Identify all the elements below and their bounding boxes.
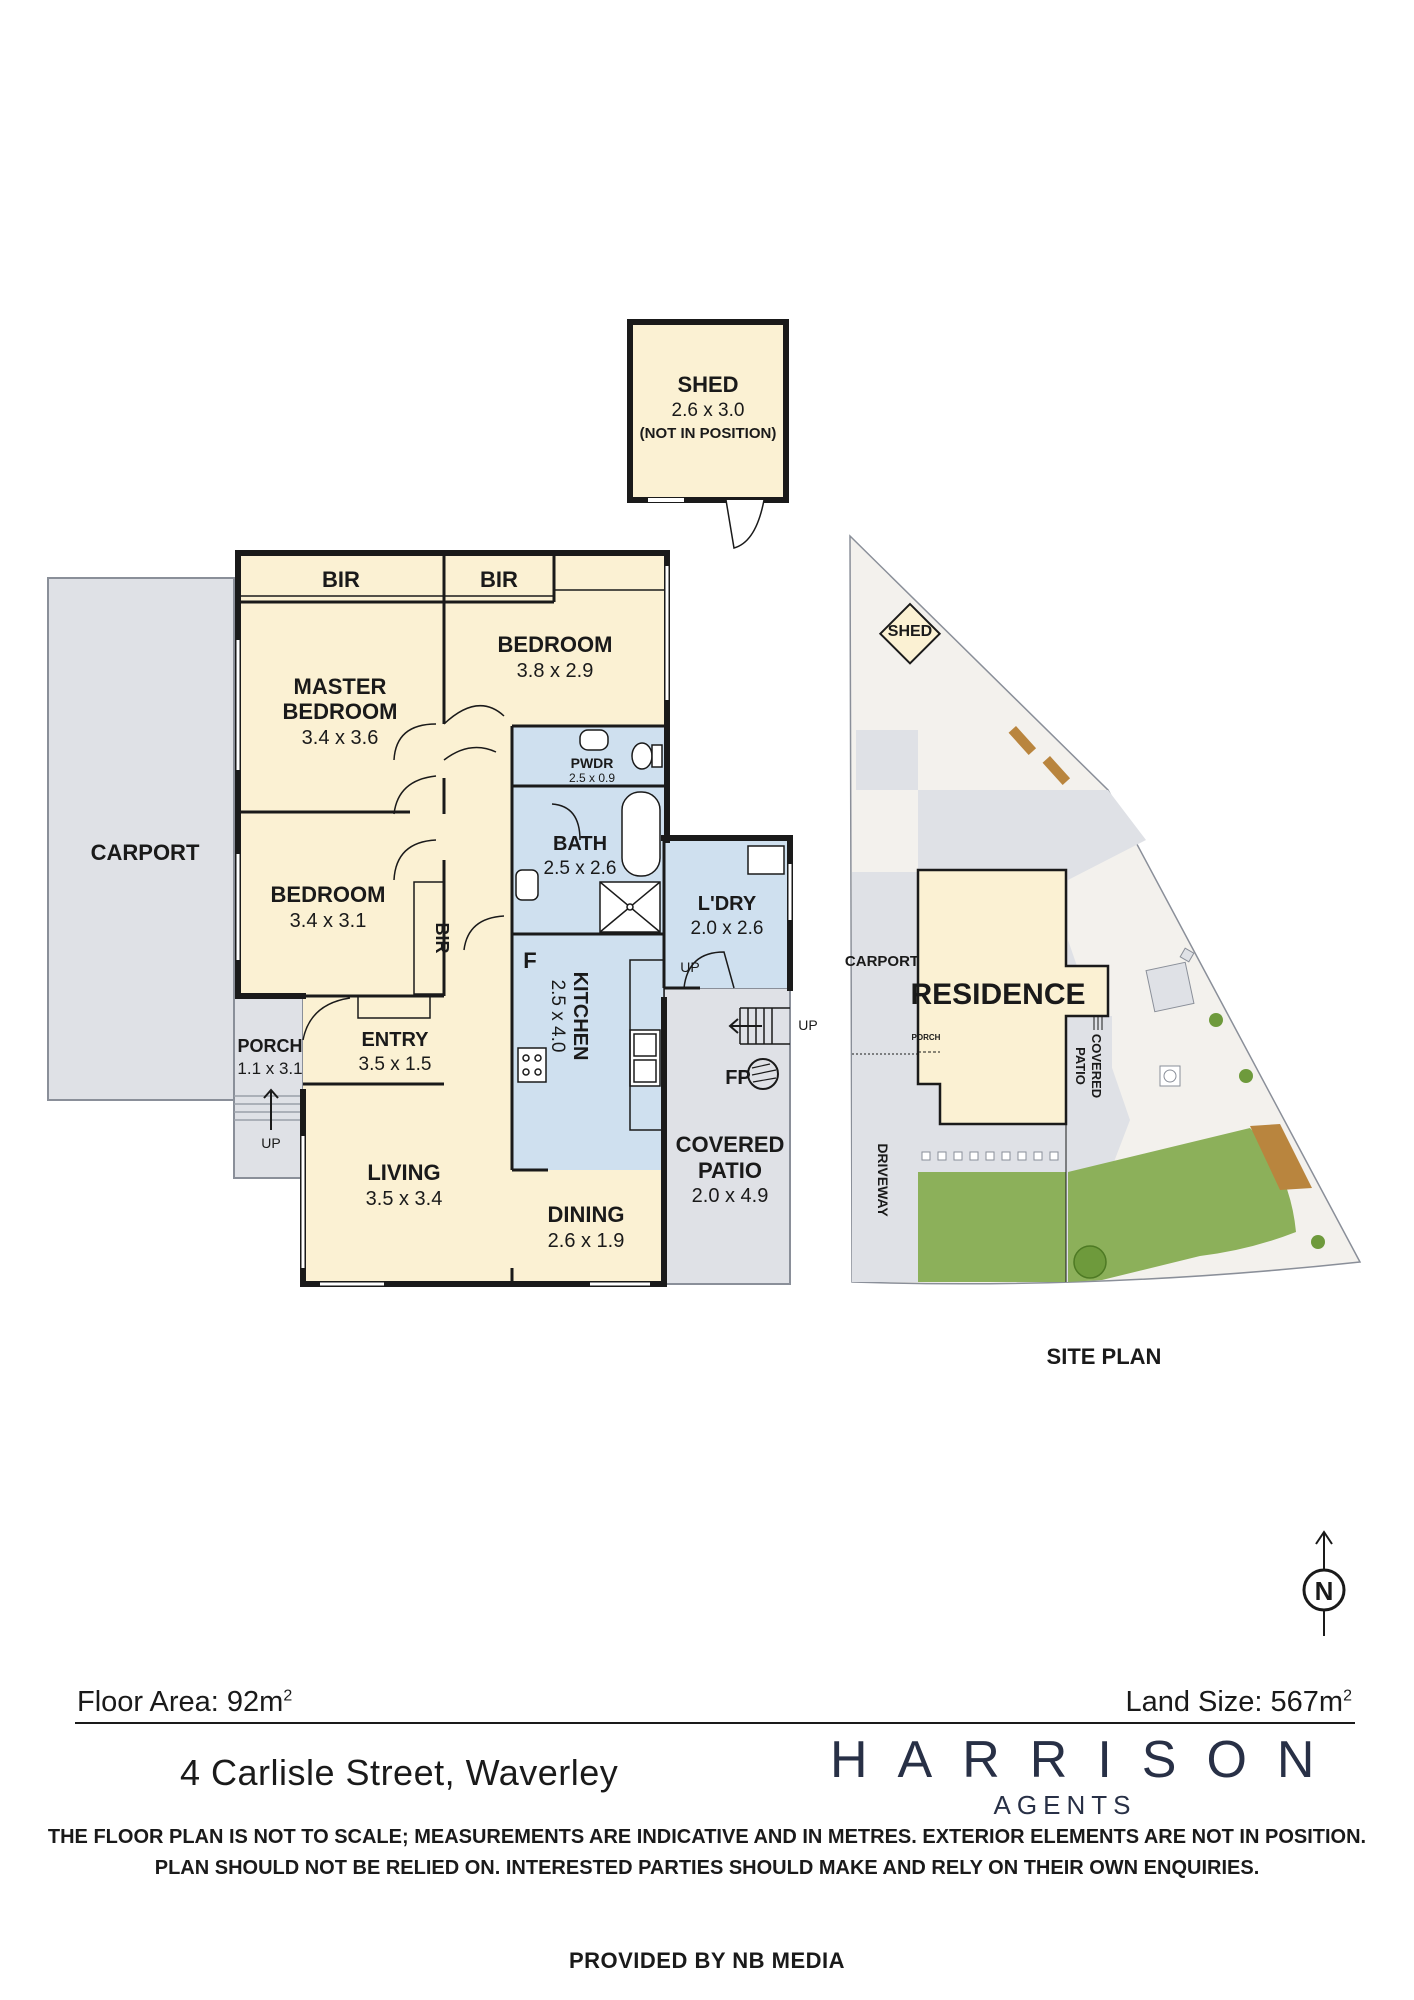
shed-building <box>627 319 789 503</box>
fridge-label: F <box>523 948 536 973</box>
site-carport-label: CARPORT <box>845 953 919 970</box>
property-address: 4 Carlisle Street, Waverley <box>180 1752 619 1793</box>
site-patio-slab <box>1066 1016 1112 1122</box>
provider-credit: PROVIDED BY NB MEDIA <box>568 1948 846 1973</box>
pwdr-label: PWDR <box>571 755 614 771</box>
agency-subtitle: AGENTS <box>993 1790 1137 1820</box>
dining-size: 2.6 x 1.9 <box>548 1230 625 1252</box>
site-shed <box>878 602 942 665</box>
land-size-sup: 2 <box>1343 1687 1352 1705</box>
site-carport-slab <box>852 872 918 1282</box>
agency-name: HARRISON <box>830 1731 1345 1789</box>
covered-patio-area <box>663 987 791 1285</box>
footer-divider <box>75 1722 1355 1724</box>
porch-size: 1.1 x 3.1 <box>237 1059 302 1078</box>
north-compass: N <box>1302 1530 1346 1636</box>
site-shed-label: SHED <box>888 623 932 640</box>
site-sleeper-2 <box>1042 756 1071 785</box>
bedroom-2-label: BEDROOM <box>271 882 386 907</box>
interior-walls <box>238 553 700 1284</box>
up-arrow-icon <box>263 1088 279 1130</box>
master-bedroom-label-1: MASTER <box>294 674 387 699</box>
floor-plan-labels: SHED 2.6 x 3.0 (NOT IN POSITION) BIR BIR… <box>91 372 818 1252</box>
land-size-text: Land Size: 567m <box>1125 1686 1344 1718</box>
porch-steps <box>234 1095 303 1121</box>
land-size: Land Size: 567m2 <box>1125 1686 1352 1719</box>
door-swings <box>302 704 735 1041</box>
bath-label: BATH <box>553 833 607 855</box>
living-size: 3.5 x 3.4 <box>366 1188 443 1210</box>
windows <box>236 566 792 1286</box>
entry-label: ENTRY <box>361 1029 429 1051</box>
site-porch-steps <box>852 1016 1103 1282</box>
bedroom-1-size: 3.8 x 2.9 <box>517 660 594 682</box>
site-pit <box>1159 1065 1181 1087</box>
living-label: LIVING <box>367 1160 440 1185</box>
site-plan: SHED CARPORT RESIDENCE PORCH COVERED PAT… <box>845 534 1362 1369</box>
porch-area <box>233 995 304 1179</box>
master-bedroom-size: 3.4 x 3.6 <box>302 727 379 749</box>
left-arrow-icon <box>728 1018 762 1034</box>
site-patio-label-1: COVERED <box>1089 1034 1104 1098</box>
master-bedroom-label-2: BEDROOM <box>283 699 398 724</box>
disclaimer-line-1: THE FLOOR PLAN IS NOT TO SCALE; MEASUREM… <box>47 1826 1367 1848</box>
site-plan-title: SITE PLAN <box>1047 1344 1162 1369</box>
shed-note: (NOT IN POSITION) <box>640 425 777 442</box>
up-porch-label: UP <box>261 1135 280 1151</box>
site-pavers <box>921 1151 1059 1161</box>
disclaimer: THE FLOOR PLAN IS NOT TO SCALE; MEASUREM… <box>40 1822 1374 1884</box>
laundry-size: 2.0 x 2.6 <box>691 918 764 939</box>
site-driveway-label: DRIVEWAY <box>875 1143 891 1217</box>
site-marker <box>1179 947 1195 963</box>
fireplace-hatch <box>751 1063 777 1083</box>
up-patio-label: UP <box>798 1017 817 1033</box>
laundry-label: L'DRY <box>698 893 757 915</box>
site-tank <box>1145 961 1195 1013</box>
up-laundry-label: UP <box>680 959 699 975</box>
bir-master-label: BIR <box>322 567 360 592</box>
porch-label: PORCH <box>237 1036 302 1056</box>
site-deck <box>1250 1124 1312 1190</box>
kitchen-label: KITCHEN <box>569 972 591 1061</box>
fireplace-icon <box>747 1058 779 1090</box>
covered-patio-label-2: PATIO <box>698 1158 762 1183</box>
site-shed-slab <box>856 730 918 790</box>
site-tree-icon <box>1073 1245 1107 1279</box>
site-patio-label-2: PATIO <box>1073 1047 1088 1085</box>
floor-area-text: Floor Area: 92m <box>77 1686 284 1718</box>
site-porch-label: PORCH <box>912 1033 941 1042</box>
bath-size: 2.5 x 2.6 <box>544 858 617 879</box>
shed-size: 2.6 x 3.0 <box>672 400 745 421</box>
site-plan-labels: SHED CARPORT RESIDENCE PORCH COVERED PAT… <box>845 623 1162 1369</box>
compass-north-label: N <box>1315 1576 1334 1606</box>
disclaimer-line-2: PLAN SHOULD NOT BE RELIED ON. INTERESTED… <box>154 1857 1260 1879</box>
kitchen-size: 2.5 x 4.0 <box>547 980 568 1053</box>
covered-patio-label-1: COVERED <box>676 1132 785 1157</box>
site-lawn-right <box>1068 1128 1296 1282</box>
site-lawn-left <box>918 1172 1066 1282</box>
bedroom-2-size: 3.4 x 3.1 <box>290 910 367 932</box>
entry-size: 3.5 x 1.5 <box>359 1054 432 1075</box>
dining-label: DINING <box>548 1202 625 1227</box>
shed-label: SHED <box>677 372 738 397</box>
floor-area-sup: 2 <box>283 1687 293 1705</box>
site-plant-icons <box>1209 1013 1325 1249</box>
bedroom-1-label: BEDROOM <box>498 632 613 657</box>
site-sleeper-1 <box>1008 726 1037 755</box>
site-pit-ring <box>1163 1069 1177 1083</box>
pwdr-size: 2.5 x 0.9 <box>569 771 615 785</box>
bir-bedroom-label: BIR <box>480 567 518 592</box>
site-residence <box>916 868 1110 1126</box>
agency-logo: HARRISON AGENTS <box>800 1730 1330 1821</box>
fireplace-label: FP <box>725 1067 751 1089</box>
site-residence-label: RESIDENCE <box>910 978 1085 1011</box>
floor-area: Floor Area: 92m2 <box>77 1686 292 1719</box>
shed-door-swing <box>725 499 765 549</box>
covered-patio-size: 2.0 x 4.9 <box>692 1185 769 1207</box>
carport-area <box>47 577 235 1101</box>
bir-small-label: BIR <box>432 923 452 954</box>
carport-label: CARPORT <box>91 840 200 865</box>
plumbing-fixtures <box>515 729 785 1131</box>
